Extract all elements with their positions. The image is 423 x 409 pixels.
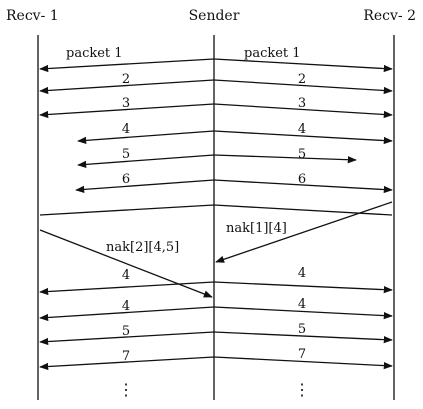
label-right-6: 6 [298,172,306,187]
arrow-left-1 [39,58,215,73]
right-packet-arrows [213,58,393,370]
arrow-right-re-4b [213,306,393,320]
arrow-left-re-4b [39,306,215,322]
arrow-right-re-7 [213,356,393,370]
arrow-left-lost [39,204,215,216]
right-packet-labels: packet 1 2 3 4 5 6 4 4 5 7 [244,46,306,362]
arrow-right-re-4a [213,281,393,294]
arrow-right-1 [213,58,393,73]
arrow-left-re-5 [39,331,215,346]
label-right-3: 3 [298,96,306,111]
arrow-left-2 [39,79,215,95]
nak-arrow-from-recv-1 [39,229,213,298]
label-left-3: 3 [122,96,130,111]
continuation-dots-left: ⋮ [118,380,134,399]
arrow-right-2 [213,79,393,95]
arrow-left-6 [75,179,215,194]
label-right-re-4b: 4 [298,297,306,312]
label-left-re-4a: 4 [122,268,130,283]
arrow-right-3 [213,103,393,119]
header-sender: Sender [189,8,240,24]
arrow-right-4 [213,130,393,145]
label-right-1: packet 1 [244,46,301,61]
arrow-right-re-5 [213,331,393,344]
left-packet-arrows [39,58,215,371]
continuation-dots-right: ⋮ [294,380,310,399]
arrow-right-5 [213,154,357,164]
label-left-4: 4 [122,122,130,137]
label-right-re-5: 5 [298,322,306,337]
arrow-left-re-4a [39,281,215,296]
label-left-6: 6 [122,172,130,187]
arrow-left-4 [77,130,215,145]
left-packet-labels: packet 1 2 3 4 5 6 4 4 5 7 [66,46,130,364]
header-recv-1: Recv- 1 [6,8,59,24]
nak-label-recv-1: nak[2][4,5] [106,240,179,255]
label-left-re-5: 5 [122,324,130,339]
arrow-right-lost [213,204,393,216]
label-left-5: 5 [122,147,130,162]
label-right-re-4a: 4 [298,266,306,281]
label-right-4: 4 [298,122,306,137]
label-right-2: 2 [298,72,306,87]
nak-label-recv-2: nak[1][4] [226,221,287,236]
label-left-re-7: 7 [122,349,130,364]
arrow-left-5 [77,154,215,169]
label-left-re-4b: 4 [122,299,130,314]
arrow-left-re-7 [39,356,215,371]
header-recv-2: Recv- 2 [363,8,416,24]
label-right-re-7: 7 [298,347,306,362]
arrow-left-3 [39,103,215,119]
label-left-2: 2 [122,72,130,87]
arrow-right-6 [213,179,393,194]
label-right-5: 5 [298,147,306,162]
nak-arrow-from-recv-2 [215,201,393,263]
label-left-1: packet 1 [66,46,123,61]
